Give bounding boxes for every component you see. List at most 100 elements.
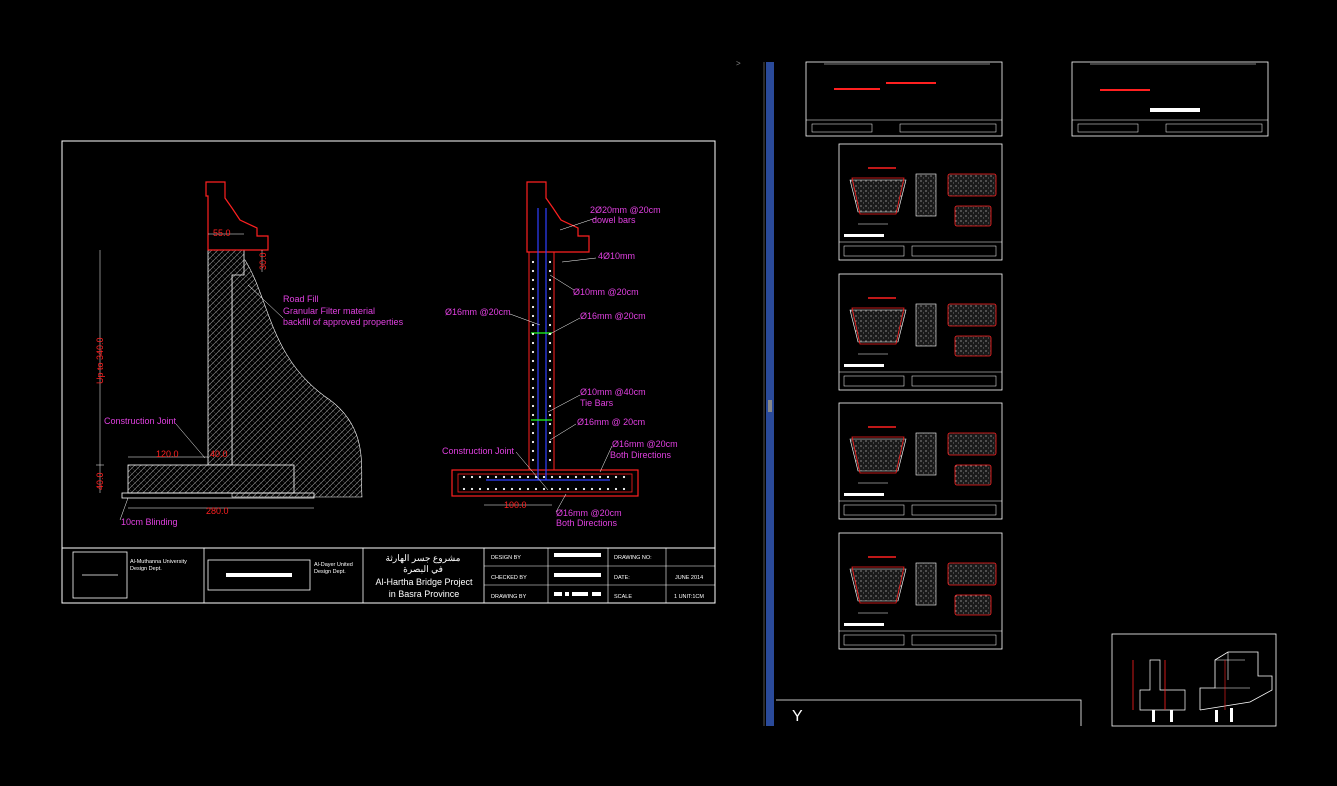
rebar-dot [531, 440, 535, 444]
rebar-dot [606, 475, 610, 479]
beam-section-sheets[interactable] [838, 143, 1003, 650]
rebar-dot [558, 487, 562, 491]
rebar-dot [574, 475, 578, 479]
label-date: DATE: [614, 575, 630, 581]
beam-sheet-3[interactable] [838, 402, 1003, 520]
rebar-dot [502, 487, 506, 491]
project-title-ar-2: في البصرة [403, 564, 443, 575]
right-viewport[interactable]: Y [776, 61, 1277, 727]
rebar-dot [622, 487, 626, 491]
rebar-dot [548, 305, 552, 309]
beam-sheet-2[interactable] [838, 273, 1003, 391]
label-dowel-bars-2: dowel bars [592, 215, 636, 225]
rebar-section-view[interactable]: 2Ø20mm @20cm dowel bars 4Ø10mm Ø10mm @20… [442, 181, 678, 528]
label-granular-filter: Granular Filter material [283, 306, 375, 316]
rebar-dot [566, 487, 570, 491]
sheet-border [61, 140, 716, 604]
rebar-dot [614, 487, 618, 491]
label-road-fill: Road Fill [283, 294, 319, 304]
rebar-dot [462, 487, 466, 491]
rebar-dot [531, 314, 535, 318]
viewport-arrow: > [736, 59, 741, 68]
rebar-dot [510, 475, 514, 479]
university-dept: Design Dept. [130, 566, 162, 572]
rebar-dot [566, 475, 570, 479]
rebar-dot [531, 296, 535, 300]
blinding-layer [121, 492, 315, 499]
viewport-divider[interactable] [766, 62, 774, 726]
left-drawing-sheet[interactable]: 55.0 30.0 Up to 340.0 40.0 120.0 40.0 28… [61, 140, 716, 604]
university-name: Al-Muthanna University [130, 559, 187, 565]
rebar-dot [531, 413, 535, 417]
rebar-base-outline [451, 469, 639, 497]
rebar-dot [548, 377, 552, 381]
rebar-dot [548, 449, 552, 453]
label-base-top-2: Both Directions [610, 450, 672, 460]
rebar-dot [518, 475, 522, 479]
rebar-dot [531, 323, 535, 327]
rebar-dot [531, 350, 535, 354]
label-right-bars: Ø16mm @20cm [580, 311, 646, 321]
viewport-resize-handle[interactable] [768, 400, 772, 412]
project-title-ar-1: مشروع جسر الهارثة [386, 553, 461, 564]
rebar-dot [478, 487, 482, 491]
rebar-dot [548, 458, 552, 462]
rebar-dot [582, 487, 586, 491]
rebar-dot [598, 475, 602, 479]
rebar-dot [531, 368, 535, 372]
title-block[interactable]: Al-Muthanna University Design Dept. Al-D… [62, 547, 715, 603]
iso-view-thumb[interactable] [1111, 633, 1277, 727]
rebar-dot [548, 431, 552, 435]
scale-value: 1 UNIT:1CM [674, 594, 704, 600]
label-blinding: 10cm Blinding [121, 517, 178, 527]
rebar-dot [526, 487, 530, 491]
rebar-dot [598, 487, 602, 491]
rebar-dot [531, 287, 535, 291]
rebar-dot [462, 475, 466, 479]
label-drawing-by: DRAWING BY [491, 594, 527, 600]
dim-top-width: 55.0 [213, 228, 231, 238]
ucs-panel[interactable]: Y [776, 699, 1082, 726]
rebar-dot [548, 440, 552, 444]
rebar-dot [548, 413, 552, 417]
rebar-dot [548, 386, 552, 390]
label-design-by: DESIGN BY [491, 555, 521, 561]
rebar-dot [548, 350, 552, 354]
rebar-dot [470, 475, 474, 479]
sheet-thumb-top-2[interactable] [1071, 61, 1269, 137]
dim-rebar-base: 100.0 [504, 500, 527, 510]
barrier-profile [205, 181, 269, 251]
rebar-dot [622, 475, 626, 479]
rebar-dot [548, 323, 552, 327]
rebar-dot [548, 269, 552, 273]
label-rebar-joint: Construction Joint [442, 446, 515, 456]
rebar-dot [531, 431, 535, 435]
date-value: JUNE 2014 [675, 575, 703, 581]
dim-stem-width: 40.0 [210, 449, 228, 459]
label-left-bars: Ø16mm @20cm [445, 307, 511, 317]
rebar-dots [462, 260, 626, 491]
rebar-dot [548, 422, 552, 426]
backfill-area [231, 257, 363, 498]
beam-sheet-1[interactable] [838, 143, 1003, 261]
beam-sheet-4[interactable] [838, 532, 1003, 650]
rebar-dot [542, 487, 546, 491]
rebar-dot [502, 475, 506, 479]
wall-section-view[interactable]: 55.0 30.0 Up to 340.0 40.0 120.0 40.0 28… [95, 181, 404, 527]
rebar-dot [518, 487, 522, 491]
dim-wall-height: Up to 340.0 [95, 337, 105, 384]
rebar-dot [574, 487, 578, 491]
rebar-dot [531, 377, 535, 381]
label-dowel-bars: 2Ø20mm @20cm [590, 205, 661, 215]
label-4-bars: 4Ø10mm [598, 251, 635, 261]
rebar-dot [590, 475, 594, 479]
rebar-dot [531, 260, 535, 264]
sheet-thumb-top-1[interactable] [805, 61, 1003, 137]
dim-right-upper: 30.0 [258, 252, 268, 270]
rebar-dot [606, 487, 610, 491]
project-title-en-1: Al-Hartha Bridge Project [375, 577, 473, 587]
rebar-dot [590, 487, 594, 491]
rebar-dot [510, 487, 514, 491]
rebar-dot [531, 386, 535, 390]
